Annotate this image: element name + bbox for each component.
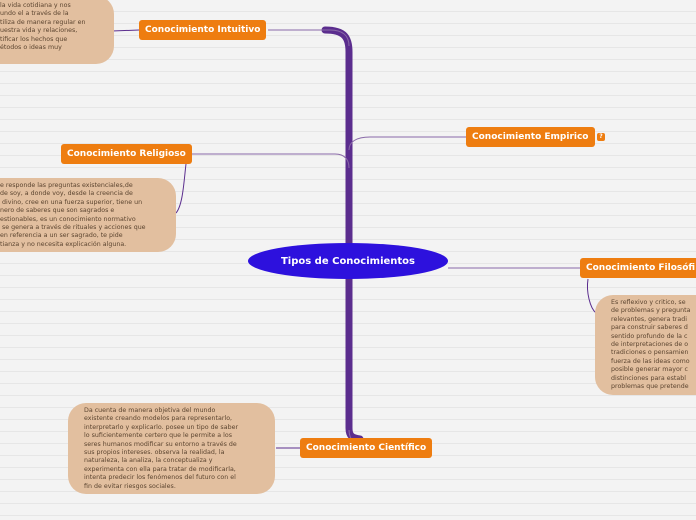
topic-conocimiento-cientifico[interactable]: Conocimiento Científico bbox=[300, 438, 433, 458]
note-intuitivo: la vida cotidiana y nos undo el a través… bbox=[0, 0, 114, 64]
topic-label: Conocimiento Empirico bbox=[472, 132, 589, 142]
central-topic[interactable]: Tipos de Conocimientos bbox=[248, 243, 448, 279]
link-empirico bbox=[348, 136, 466, 151]
topic-label: Conocimiento Religioso bbox=[67, 149, 186, 159]
trunk-branch bbox=[321, 26, 364, 443]
link-note-intuitivo bbox=[111, 29, 140, 32]
topic-conocimiento-intuitivo[interactable]: Conocimiento Intuitivo bbox=[139, 20, 267, 40]
question-mark-icon[interactable]: ? bbox=[597, 133, 605, 141]
link-intuitivo bbox=[268, 29, 350, 47]
note-filosofico: Es reflexivo y critico, se de problemas … bbox=[595, 295, 696, 395]
topic-label: Conocimiento Filosófi bbox=[586, 263, 696, 273]
link-note-religioso bbox=[175, 163, 187, 214]
central-topic-label: Tipos de Conocimientos bbox=[280, 255, 416, 267]
topic-conocimiento-religioso[interactable]: Conocimiento Religioso bbox=[61, 144, 192, 164]
topic-label: Conocimiento Científico bbox=[306, 443, 427, 453]
topic-conocimiento-empirico[interactable]: Conocimiento Empirico bbox=[466, 127, 595, 147]
link-note-filosofico bbox=[587, 278, 597, 314]
note-cientifico: Da cuenta de manera objetiva del mundo e… bbox=[68, 403, 275, 494]
topic-conocimiento-filosofico[interactable]: Conocimiento Filosófi bbox=[580, 258, 696, 278]
link-religioso bbox=[192, 153, 350, 169]
note-religioso: e responde las preguntas existenciales,d… bbox=[0, 178, 176, 252]
topic-label: Conocimiento Intuitivo bbox=[145, 25, 261, 35]
